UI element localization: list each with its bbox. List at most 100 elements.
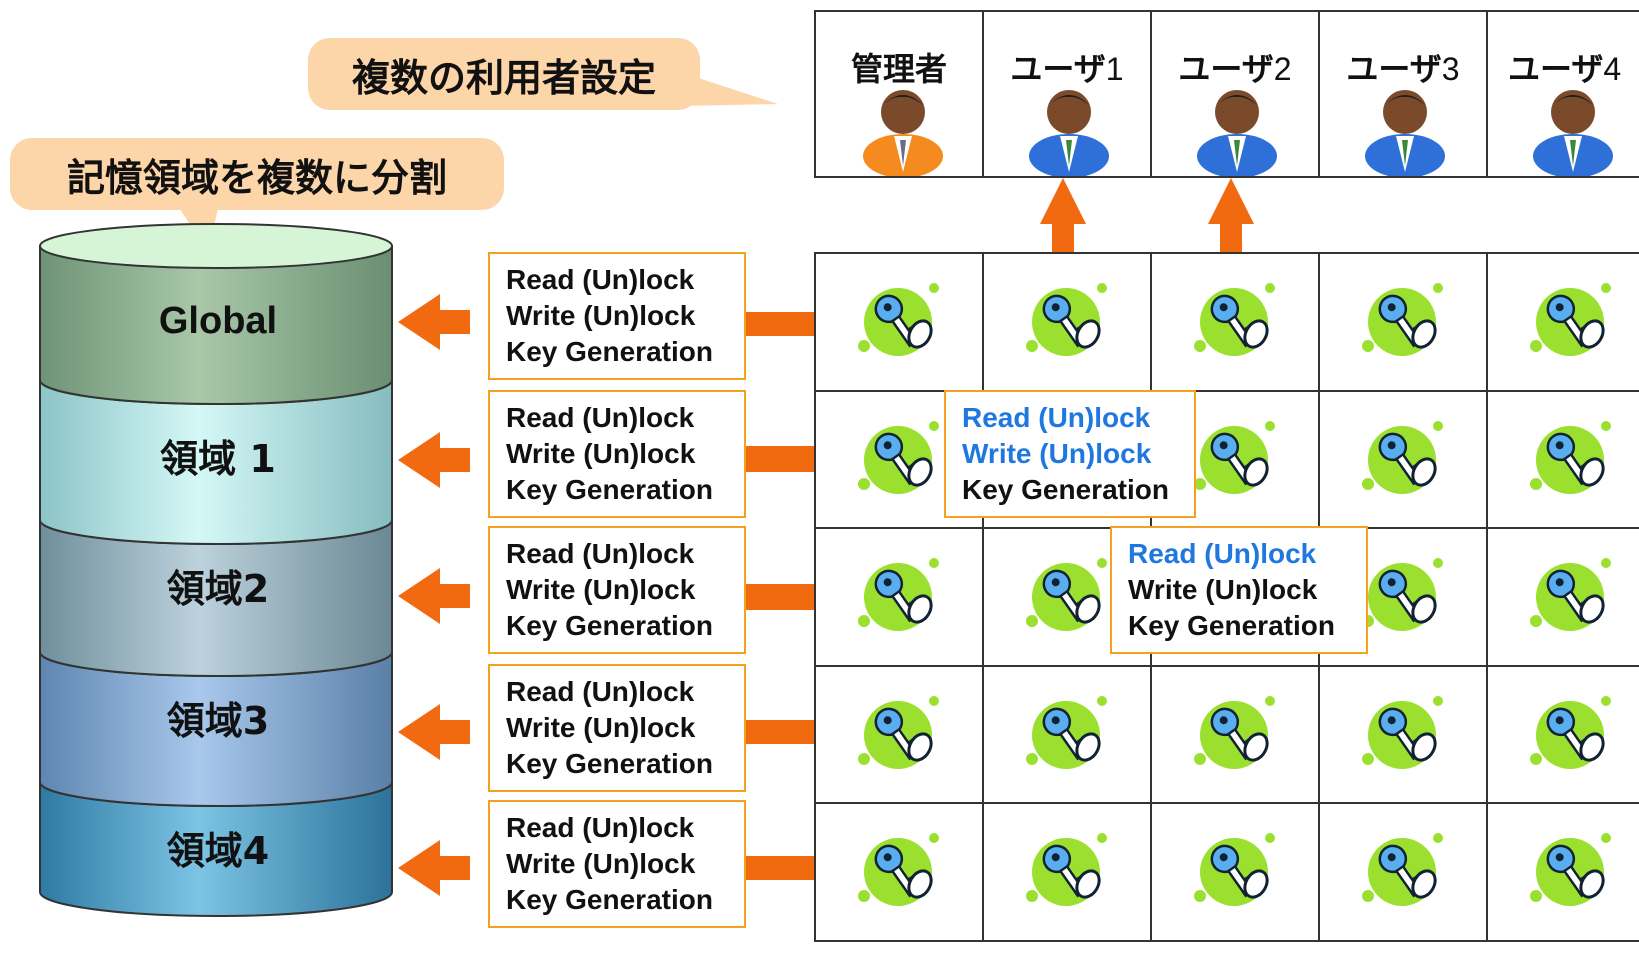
user-cell-2: ユーザ2 (1152, 12, 1320, 176)
write-unlock-label: Write (Un)lock (506, 438, 696, 469)
write-unlock-label: Write (Un)lock (506, 300, 696, 331)
key-cell (984, 529, 1152, 667)
admin-user-icon (863, 90, 943, 176)
key-icon (1358, 276, 1448, 370)
key-cell (1152, 666, 1320, 805)
users-setting-callout: 複数の利用者設定 (308, 38, 700, 110)
user-label: ユーザ (1346, 50, 1442, 88)
area-label-1: 領域 1 (160, 437, 276, 481)
key-icon (854, 414, 944, 508)
key-cell (1320, 391, 1488, 530)
user-label: 管理者 (850, 50, 947, 88)
user-4-icon (1533, 90, 1613, 176)
user-cell-3: ユーザ3 (1320, 12, 1488, 176)
arrow-to-area-2 (398, 568, 470, 624)
users-callout-tail (680, 72, 778, 106)
key-cell (1488, 529, 1639, 667)
ops-box-global: Read (Un)lock Write (Un)lock Key Generat… (488, 252, 746, 380)
read-unlock-label: Read (Un)lock (1128, 538, 1317, 569)
key-cell (816, 666, 984, 805)
key-cell (1152, 254, 1320, 392)
key-generation-label: Key Generation (506, 610, 713, 641)
key-icon (1526, 276, 1616, 370)
key-icon (1022, 551, 1112, 645)
write-unlock-label: Write (Un)lock (506, 574, 696, 605)
key-icon (1526, 414, 1616, 508)
key-icon (1190, 276, 1280, 370)
read-unlock-label: Read (Un)lock (506, 812, 695, 843)
connector-area-4 (744, 856, 814, 880)
key-icon (1358, 414, 1448, 508)
user-1-icon (1029, 90, 1109, 176)
key-icon (854, 551, 944, 645)
user-cell-1: ユーザ1 (984, 12, 1152, 176)
user-3-icon (1365, 90, 1445, 176)
users-setting-text: 複数の利用者設定 (351, 55, 656, 100)
key-icon (1190, 826, 1280, 920)
key-cell (984, 254, 1152, 392)
area-label-2: 領域2 (166, 567, 270, 611)
key-icon (1526, 826, 1616, 920)
storage-split-callout: 記憶領域を複数に分割 (10, 138, 504, 210)
key-icon (1358, 689, 1448, 783)
read-unlock-label: Read (Un)lock (506, 264, 695, 295)
user-cell-admin: 管理者 (816, 12, 984, 176)
read-unlock-label: Read (Un)lock (506, 538, 695, 569)
arrow-to-area-1 (398, 432, 470, 488)
key-cell (1152, 391, 1320, 530)
area-label-3: 領域3 (166, 699, 270, 743)
ops-box-area-1: Read (Un)lock Write (Un)lock Key Generat… (488, 390, 746, 518)
key-icon (1022, 276, 1112, 370)
storage-split-text: 記憶領域を複数に分割 (66, 155, 447, 200)
user-header-row: 管理者 ユーザ1 ユーザ2 ユーザ3 ユーザ4 (814, 10, 1639, 178)
key-cell (984, 804, 1152, 942)
key-cell (1488, 392, 1639, 530)
arrow-to-global (398, 294, 470, 350)
key-icon (1526, 689, 1616, 783)
ops-box-area-3: Read (Un)lock Write (Un)lock Key Generat… (488, 664, 746, 792)
key-icon (854, 689, 944, 783)
user-number: 3 (1441, 51, 1460, 87)
key-generation-label: Key Generation (506, 748, 713, 779)
key-cell (1320, 254, 1488, 392)
key-cell (1488, 804, 1639, 942)
key-icon (854, 276, 944, 370)
key-cell (1152, 804, 1320, 942)
key-generation-label: Key Generation (506, 474, 713, 505)
user-1-permission-box: Read (Un)lock Write (Un)lock Key Generat… (944, 390, 1196, 518)
user-number: 2 (1273, 51, 1292, 87)
key-icon (1358, 826, 1448, 920)
read-unlock-label: Read (Un)lock (506, 676, 695, 707)
cylinder-top (39, 223, 393, 269)
user-2-permission-box: Read (Un)lock Write (Un)lock Key Generat… (1110, 526, 1368, 654)
user-label: ユーザ (1508, 50, 1604, 88)
connector-area-3 (744, 720, 814, 744)
key-cell (816, 804, 984, 942)
storage-cylinder (39, 223, 393, 917)
key-icon (1358, 551, 1448, 645)
key-icon (1022, 826, 1112, 920)
key-cell (1320, 529, 1488, 667)
arrow-user1-head (1040, 178, 1086, 224)
key-generation-label: Key Generation (506, 884, 713, 915)
write-unlock-label: Write (Un)lock (506, 712, 696, 743)
key-generation-label: Key Generation (1128, 610, 1335, 641)
key-cell (816, 254, 984, 392)
arrow-to-area-3 (398, 704, 470, 760)
key-generation-label: Key Generation (506, 336, 713, 367)
key-icon (1190, 414, 1280, 508)
key-icon (1022, 689, 1112, 783)
user-number: 4 (1603, 51, 1622, 87)
key-cell (1320, 804, 1488, 942)
read-unlock-label: Read (Un)lock (962, 402, 1151, 433)
key-cell (984, 666, 1152, 805)
global-segment (39, 245, 393, 405)
write-unlock-label: Write (Un)lock (1128, 574, 1318, 605)
read-unlock-label: Read (Un)lock (506, 402, 695, 433)
key-cell (1488, 667, 1639, 805)
key-generation-label: Key Generation (962, 474, 1169, 505)
key-cell (1488, 254, 1639, 392)
key-icon (1526, 551, 1616, 645)
write-unlock-label: Write (Un)lock (962, 438, 1152, 469)
ops-box-area-4: Read (Un)lock Write (Un)lock Key Generat… (488, 800, 746, 928)
